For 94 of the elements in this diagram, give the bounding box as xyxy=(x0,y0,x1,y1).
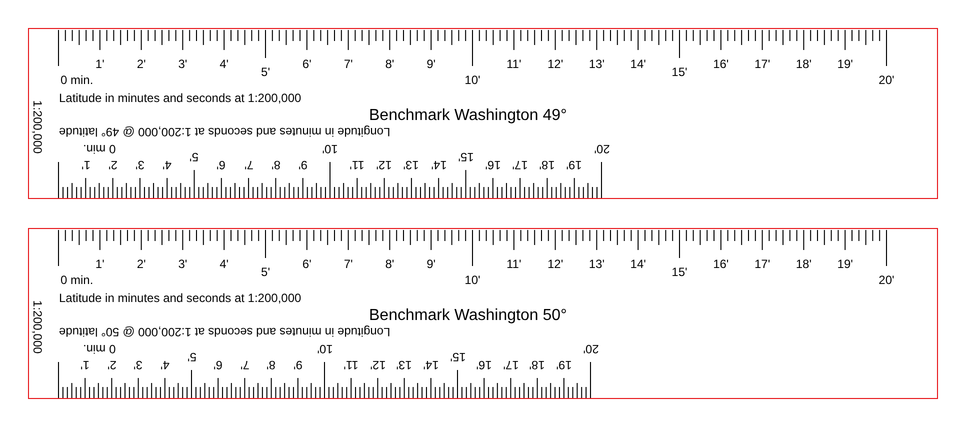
scale-number: 6' xyxy=(216,159,226,171)
ruler-title: Benchmark Washington 50° xyxy=(369,308,567,324)
scale-ratio: 1:200,000 xyxy=(32,100,44,154)
scale-caption: Longitude in minutes and seconds at 1:200,000 @ 49° latitude xyxy=(59,126,390,138)
scale-number: 15' xyxy=(450,351,466,363)
ruler-card xyxy=(28,28,938,199)
scale-number: 13' xyxy=(588,258,604,270)
scale-number: 19' xyxy=(556,359,572,371)
scale-number: 0 min. xyxy=(60,274,94,286)
scale-number: 9' xyxy=(293,359,302,371)
scale-number: 9' xyxy=(298,159,308,171)
scale-number: 20' xyxy=(582,343,598,355)
scale-number: 11' xyxy=(506,58,522,70)
scale-number: 2' xyxy=(108,159,118,171)
scale-number: 10' xyxy=(316,343,332,355)
scale-number: 20' xyxy=(878,74,894,86)
scale-number: 7' xyxy=(244,159,254,171)
scale-number: 1' xyxy=(80,359,90,371)
scale-number: 15' xyxy=(672,266,688,278)
scale-number: 14' xyxy=(630,258,646,270)
scale-number: 1' xyxy=(95,258,104,270)
scale-number: 7' xyxy=(344,258,353,270)
scale-number: 13' xyxy=(404,159,420,171)
scale-number: 6' xyxy=(214,359,223,371)
scale-number: 1' xyxy=(81,159,90,171)
scale-number: 18' xyxy=(529,359,546,371)
scale-number: 2' xyxy=(136,258,146,270)
scale-number: 1' xyxy=(95,58,104,70)
scale-number: 17' xyxy=(754,258,770,270)
scale-number: 12' xyxy=(376,159,392,171)
scale-number: 17' xyxy=(502,359,518,371)
scale-number: 9' xyxy=(426,258,436,270)
scale-number: 2' xyxy=(107,359,116,371)
scale-number: 17' xyxy=(754,58,770,70)
scale-number: 6' xyxy=(302,258,312,270)
scale-number: 4' xyxy=(162,159,172,171)
scale-number: 19' xyxy=(837,258,853,270)
scale-number: 0 min. xyxy=(60,74,94,86)
scale-number: 8' xyxy=(266,359,276,371)
scale-number: 9' xyxy=(426,58,436,70)
scale-number: 3' xyxy=(178,258,188,270)
scale-number: 0 min. xyxy=(82,343,116,355)
scale-number: 4' xyxy=(220,58,229,70)
scale-number: 7' xyxy=(240,359,250,371)
scale-number: 4' xyxy=(160,359,170,371)
scale-number: 18' xyxy=(796,258,812,270)
scale-number: 13' xyxy=(588,58,604,70)
ruler-card xyxy=(28,228,938,399)
scale-number: 5' xyxy=(190,151,199,163)
scale-number: 3' xyxy=(178,58,188,70)
scale-number: 10' xyxy=(464,274,480,286)
scale-number: 0 min. xyxy=(82,143,116,155)
scale-number: 12' xyxy=(547,258,564,270)
scale-ratio: 1:200,000 xyxy=(32,300,44,354)
scale-number: 7' xyxy=(344,58,353,70)
scale-number: 14' xyxy=(430,159,446,171)
scale-number: 20' xyxy=(594,143,610,155)
scale-number: 2' xyxy=(136,58,146,70)
scale-number: 10' xyxy=(322,143,338,155)
scale-number: 11' xyxy=(350,159,365,171)
scale-number: 19' xyxy=(566,159,582,171)
scale-number: 8' xyxy=(271,159,280,171)
scale-caption: Longitude in minutes and seconds at 1:200,000 @ 50° latitude xyxy=(59,326,390,338)
scale-number: 6' xyxy=(302,58,312,70)
ruler-title: Benchmark Washington 49° xyxy=(369,108,567,124)
scale-number: 12' xyxy=(370,359,386,371)
scale-caption: Latitude in minutes and seconds at 1:200,000 xyxy=(59,92,302,104)
scale-number: 3' xyxy=(134,359,143,371)
scale-number: 18' xyxy=(796,58,812,70)
scale-number: 20' xyxy=(878,274,894,286)
scale-number: 5' xyxy=(187,351,196,363)
scale-number: 15' xyxy=(672,66,688,78)
scale-number: 3' xyxy=(135,159,144,171)
scale-number: 13' xyxy=(396,359,412,371)
scale-number: 4' xyxy=(220,258,229,270)
scale-number: 11' xyxy=(344,359,358,371)
scale-number: 14' xyxy=(423,359,439,371)
scale-number: 10' xyxy=(464,74,480,86)
scale-number: 17' xyxy=(512,159,528,171)
scale-caption: Latitude in minutes and seconds at 1:200,000 xyxy=(59,292,302,304)
scale-number: 8' xyxy=(385,258,394,270)
scale-number: 15' xyxy=(458,151,474,163)
scale-number: 5' xyxy=(261,266,270,278)
scale-number: 16' xyxy=(713,258,729,270)
scale-number: 14' xyxy=(630,58,646,70)
scale-number: 18' xyxy=(539,159,555,171)
scale-number: 16' xyxy=(713,58,729,70)
scale-number: 19' xyxy=(837,58,853,70)
scale-number: 16' xyxy=(485,159,501,171)
scale-number: 11' xyxy=(506,258,522,270)
scale-number: 12' xyxy=(547,58,564,70)
scale-number: 16' xyxy=(476,359,492,371)
scale-number: 5' xyxy=(261,66,270,78)
scale-number: 8' xyxy=(385,58,394,70)
